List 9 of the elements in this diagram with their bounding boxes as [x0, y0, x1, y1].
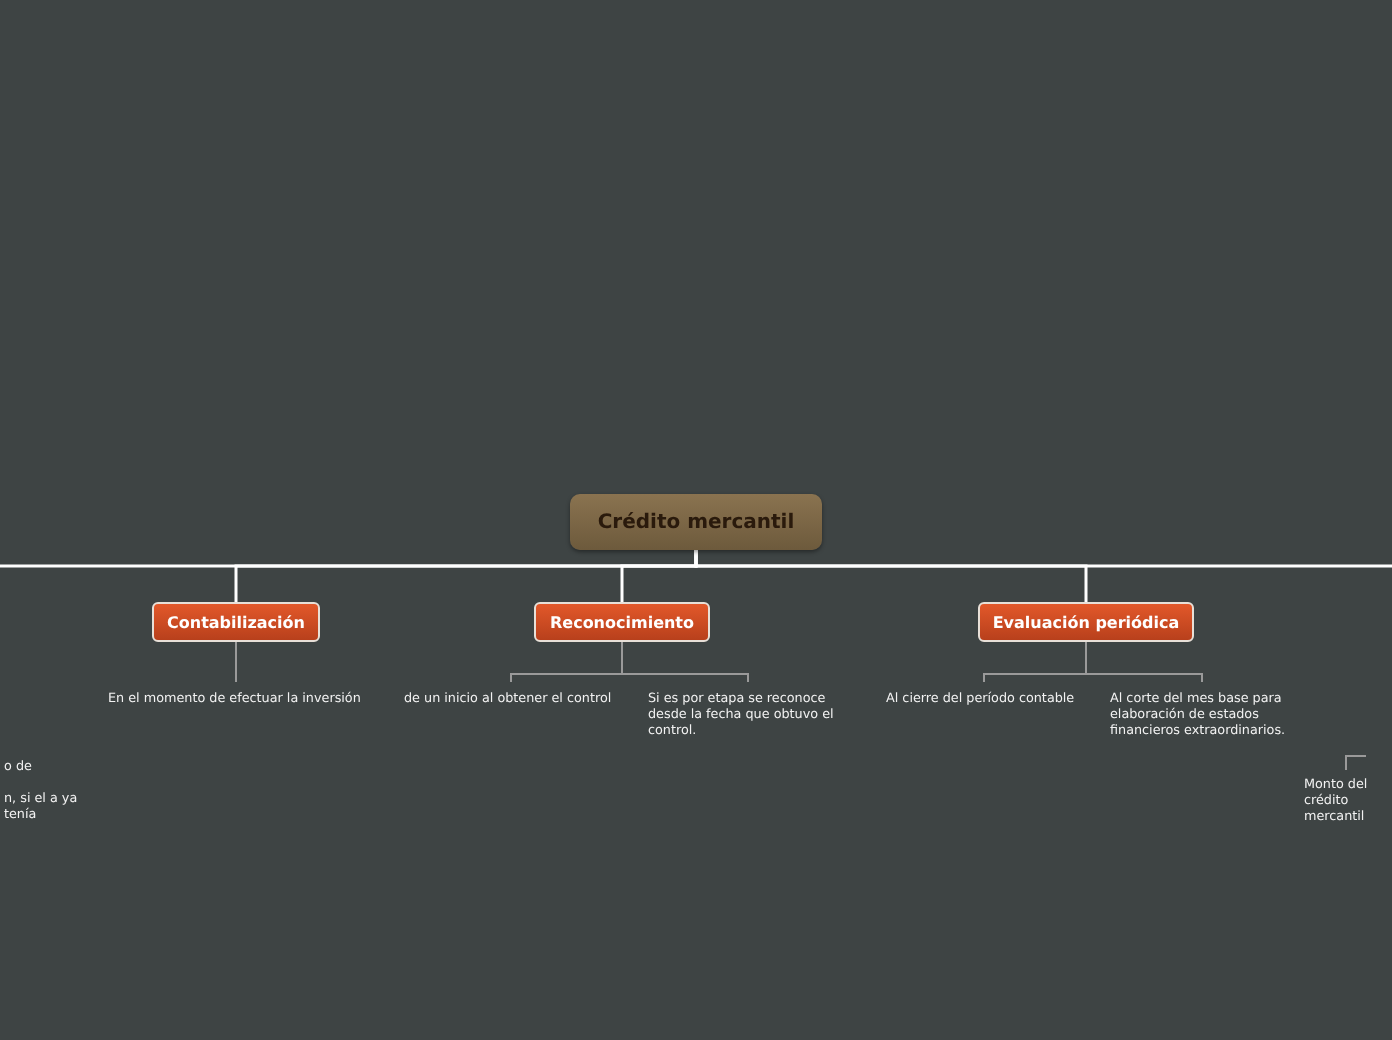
connector-line: [235, 641, 237, 683]
connector-line: [621, 641, 749, 683]
connector-line: [1085, 641, 1203, 683]
connector-line: [1345, 755, 1367, 771]
topic-box: Evaluación periódica: [978, 602, 1194, 642]
central-topic: Crédito mercantil: [570, 494, 822, 550]
connector-line: [694, 550, 1392, 568]
topic-box: Reconocimiento: [534, 602, 710, 642]
topic-box: Contabilización: [152, 602, 320, 642]
